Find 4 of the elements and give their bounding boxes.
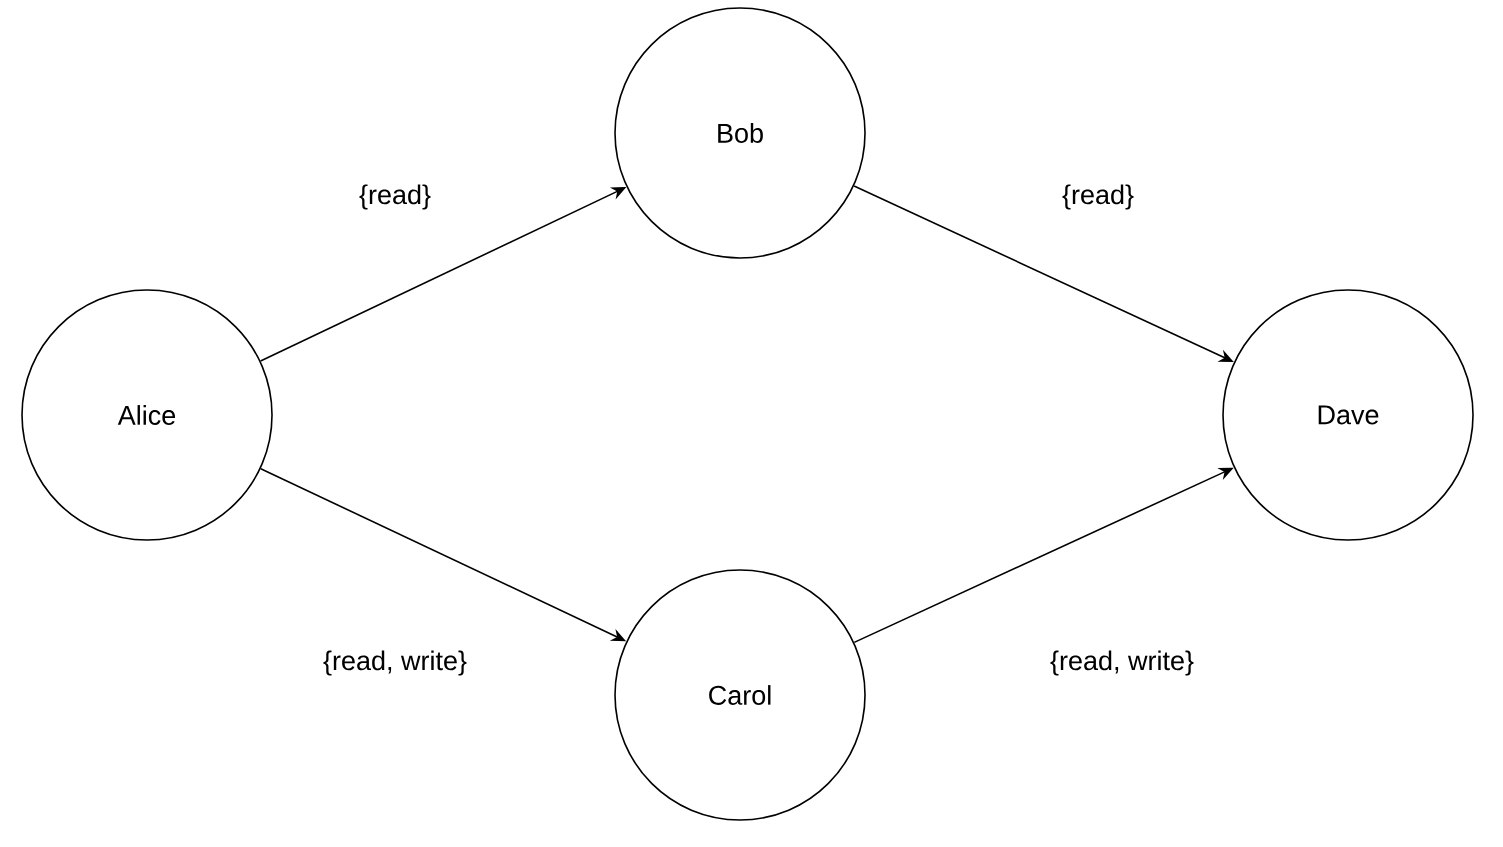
edge-label: {read, write} bbox=[1047, 648, 1197, 678]
edge-label: {read} bbox=[356, 182, 434, 212]
edge-label: {read, write} bbox=[320, 648, 470, 678]
edge-label: {read} bbox=[1060, 182, 1137, 212]
